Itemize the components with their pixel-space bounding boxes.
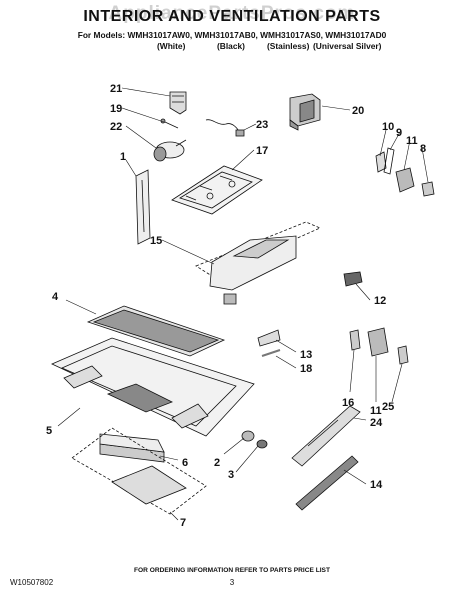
part-25-bulb — [397, 345, 409, 365]
callout-7: 7 — [180, 517, 186, 529]
callout-23: 23 — [256, 119, 268, 131]
callout-13: 13 — [300, 349, 312, 361]
callout-17: 17 — [256, 145, 268, 157]
part-2-knob — [241, 430, 255, 442]
callout-5: 5 — [46, 425, 52, 437]
ordering-note: FOR ORDERING INFORMATION REFER TO PARTS … — [134, 567, 330, 574]
leader-lines — [57, 87, 429, 521]
callout-16: 16 — [342, 397, 354, 409]
watermark: AppliancePartsPros.com — [108, 3, 356, 24]
part-7-damper-box — [71, 427, 207, 515]
callout-19: 19 — [110, 103, 122, 115]
callout-10: 10 — [382, 121, 394, 133]
callout-11-lower: 11 — [370, 405, 382, 417]
part-3-clip — [256, 439, 268, 449]
part-11-socket-top — [395, 167, 415, 193]
variant-universal-silver: (Universal Silver) — [313, 41, 382, 51]
part-6-duct-cover — [99, 433, 165, 463]
part-22-capacitor — [153, 139, 187, 162]
part-15-grille-housing — [195, 221, 321, 305]
part-16-bulb — [349, 329, 361, 351]
callout-1: 1 — [120, 151, 126, 163]
callout-2: 2 — [214, 457, 220, 469]
part-11-socket-bottom — [367, 327, 389, 357]
part-18-screw — [261, 349, 281, 357]
callout-25: 25 — [382, 401, 394, 413]
callout-20: 20 — [352, 105, 364, 117]
part-12-block — [343, 271, 363, 287]
part-1-bracket — [135, 169, 151, 245]
document-number: W10507802 — [10, 578, 54, 587]
part-14-rod — [295, 455, 359, 511]
callout-15: 15 — [150, 235, 162, 247]
callout-21: 21 — [110, 83, 122, 95]
part-17-plate — [171, 165, 263, 215]
page-title: INTERIOR AND VENTILATION PARTS — [83, 8, 381, 25]
part-23-wire — [205, 119, 245, 137]
callout-24: 24 — [370, 417, 383, 429]
callout-4: 4 — [52, 291, 59, 303]
part-21-bracket — [169, 91, 187, 115]
part-4-filter — [86, 305, 226, 357]
variant-stainless: (Stainless) — [267, 41, 310, 51]
callout-18: 18 — [300, 363, 312, 375]
part-19-screw — [160, 118, 179, 129]
variant-white: (White) — [157, 41, 186, 51]
part-24-light-bar — [291, 405, 361, 467]
part-5-bottom-panel — [51, 337, 255, 437]
models-line: For Models: WMH31017AW0, WMH31017AB0, WM… — [77, 30, 387, 40]
part-20-transformer — [289, 93, 321, 131]
variant-black: (Black) — [217, 41, 245, 51]
part-9-lever — [383, 147, 395, 175]
callout-9: 9 — [396, 127, 402, 139]
page-number: 3 — [229, 578, 235, 587]
callout-12: 12 — [374, 295, 386, 307]
part-10-switch — [375, 151, 387, 173]
part-13-latch — [257, 329, 281, 347]
callout-14: 14 — [370, 479, 383, 491]
callout-22: 22 — [110, 121, 122, 133]
part-8-bulb — [421, 181, 435, 197]
callout-8: 8 — [420, 143, 426, 155]
callout-3: 3 — [228, 469, 234, 481]
callout-labels: 21 19 22 1 20 23 17 10 9 11 8 15 12 4 13… — [46, 83, 426, 529]
callout-11-upper: 11 — [406, 135, 418, 147]
callout-6: 6 — [182, 457, 188, 469]
